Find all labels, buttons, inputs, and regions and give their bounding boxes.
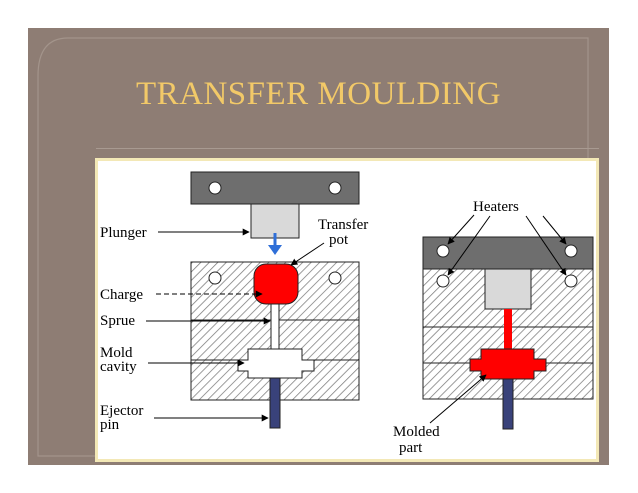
left-mold-bolt-right — [328, 271, 342, 285]
mold-cavity — [237, 348, 315, 379]
heater-mid-right — [564, 274, 578, 288]
label-molded-part-line1: Molded — [393, 424, 440, 440]
label-charge: Charge — [100, 287, 143, 303]
label-sprue: Sprue — [100, 313, 135, 329]
right-ejector-pin — [502, 378, 514, 430]
left-mold-bolt-left — [208, 271, 222, 285]
label-mold-cavity-line1: Mold — [100, 345, 133, 361]
pointer-heater-top-right — [542, 215, 567, 245]
heater-mid-left — [436, 274, 450, 288]
pointer-heater-top-left — [447, 214, 475, 245]
right-labels: Heaters Molded part — [393, 199, 567, 456]
label-heaters: Heaters — [473, 199, 519, 215]
heater-top-right — [564, 244, 578, 258]
sprue — [270, 303, 280, 350]
diagram-canvas: Plunger Transfer pot Charge Sprue Mold c… — [98, 161, 596, 459]
label-molded-part-line2: part — [399, 440, 423, 456]
transfer-moulding-diagram: Plunger Transfer pot Charge Sprue Mold c… — [100, 171, 594, 456]
left-platen-bolt-left — [208, 181, 222, 195]
molded-part — [469, 348, 547, 380]
left-assembly — [190, 171, 360, 429]
title-divider — [96, 148, 599, 149]
left-labels: Plunger Transfer pot Charge Sprue Mold c… — [100, 217, 368, 433]
slide: TRANSFER MOULDING — [28, 28, 609, 465]
label-transfer-pot-line2: pot — [329, 232, 349, 248]
left-platen-bolt-right — [328, 181, 342, 195]
plunger-direction-arrow-icon — [268, 245, 282, 255]
label-ejector-pin-line1: Ejector — [100, 403, 143, 419]
right-assembly — [422, 236, 594, 430]
label-mold-cavity-line2: cavity — [100, 359, 137, 375]
charge — [253, 263, 299, 305]
heater-top-left — [436, 244, 450, 258]
right-sprue-filled — [504, 309, 512, 351]
slide-title: TRANSFER MOULDING — [135, 76, 502, 112]
pointer-heater-mid-left — [447, 215, 491, 276]
right-plunger — [484, 268, 532, 310]
label-transfer-pot-line1: Transfer — [318, 217, 368, 233]
pointer-transfer-pot — [290, 242, 325, 266]
ejector-pin — [269, 377, 281, 429]
pointer-molded-part — [429, 374, 487, 424]
label-plunger: Plunger — [100, 225, 147, 241]
pointer-heater-mid-right — [525, 215, 567, 276]
diagram-frame: Plunger Transfer pot Charge Sprue Mold c… — [95, 158, 599, 462]
label-ejector-pin-line2: pin — [100, 417, 120, 433]
plunger — [250, 203, 300, 239]
